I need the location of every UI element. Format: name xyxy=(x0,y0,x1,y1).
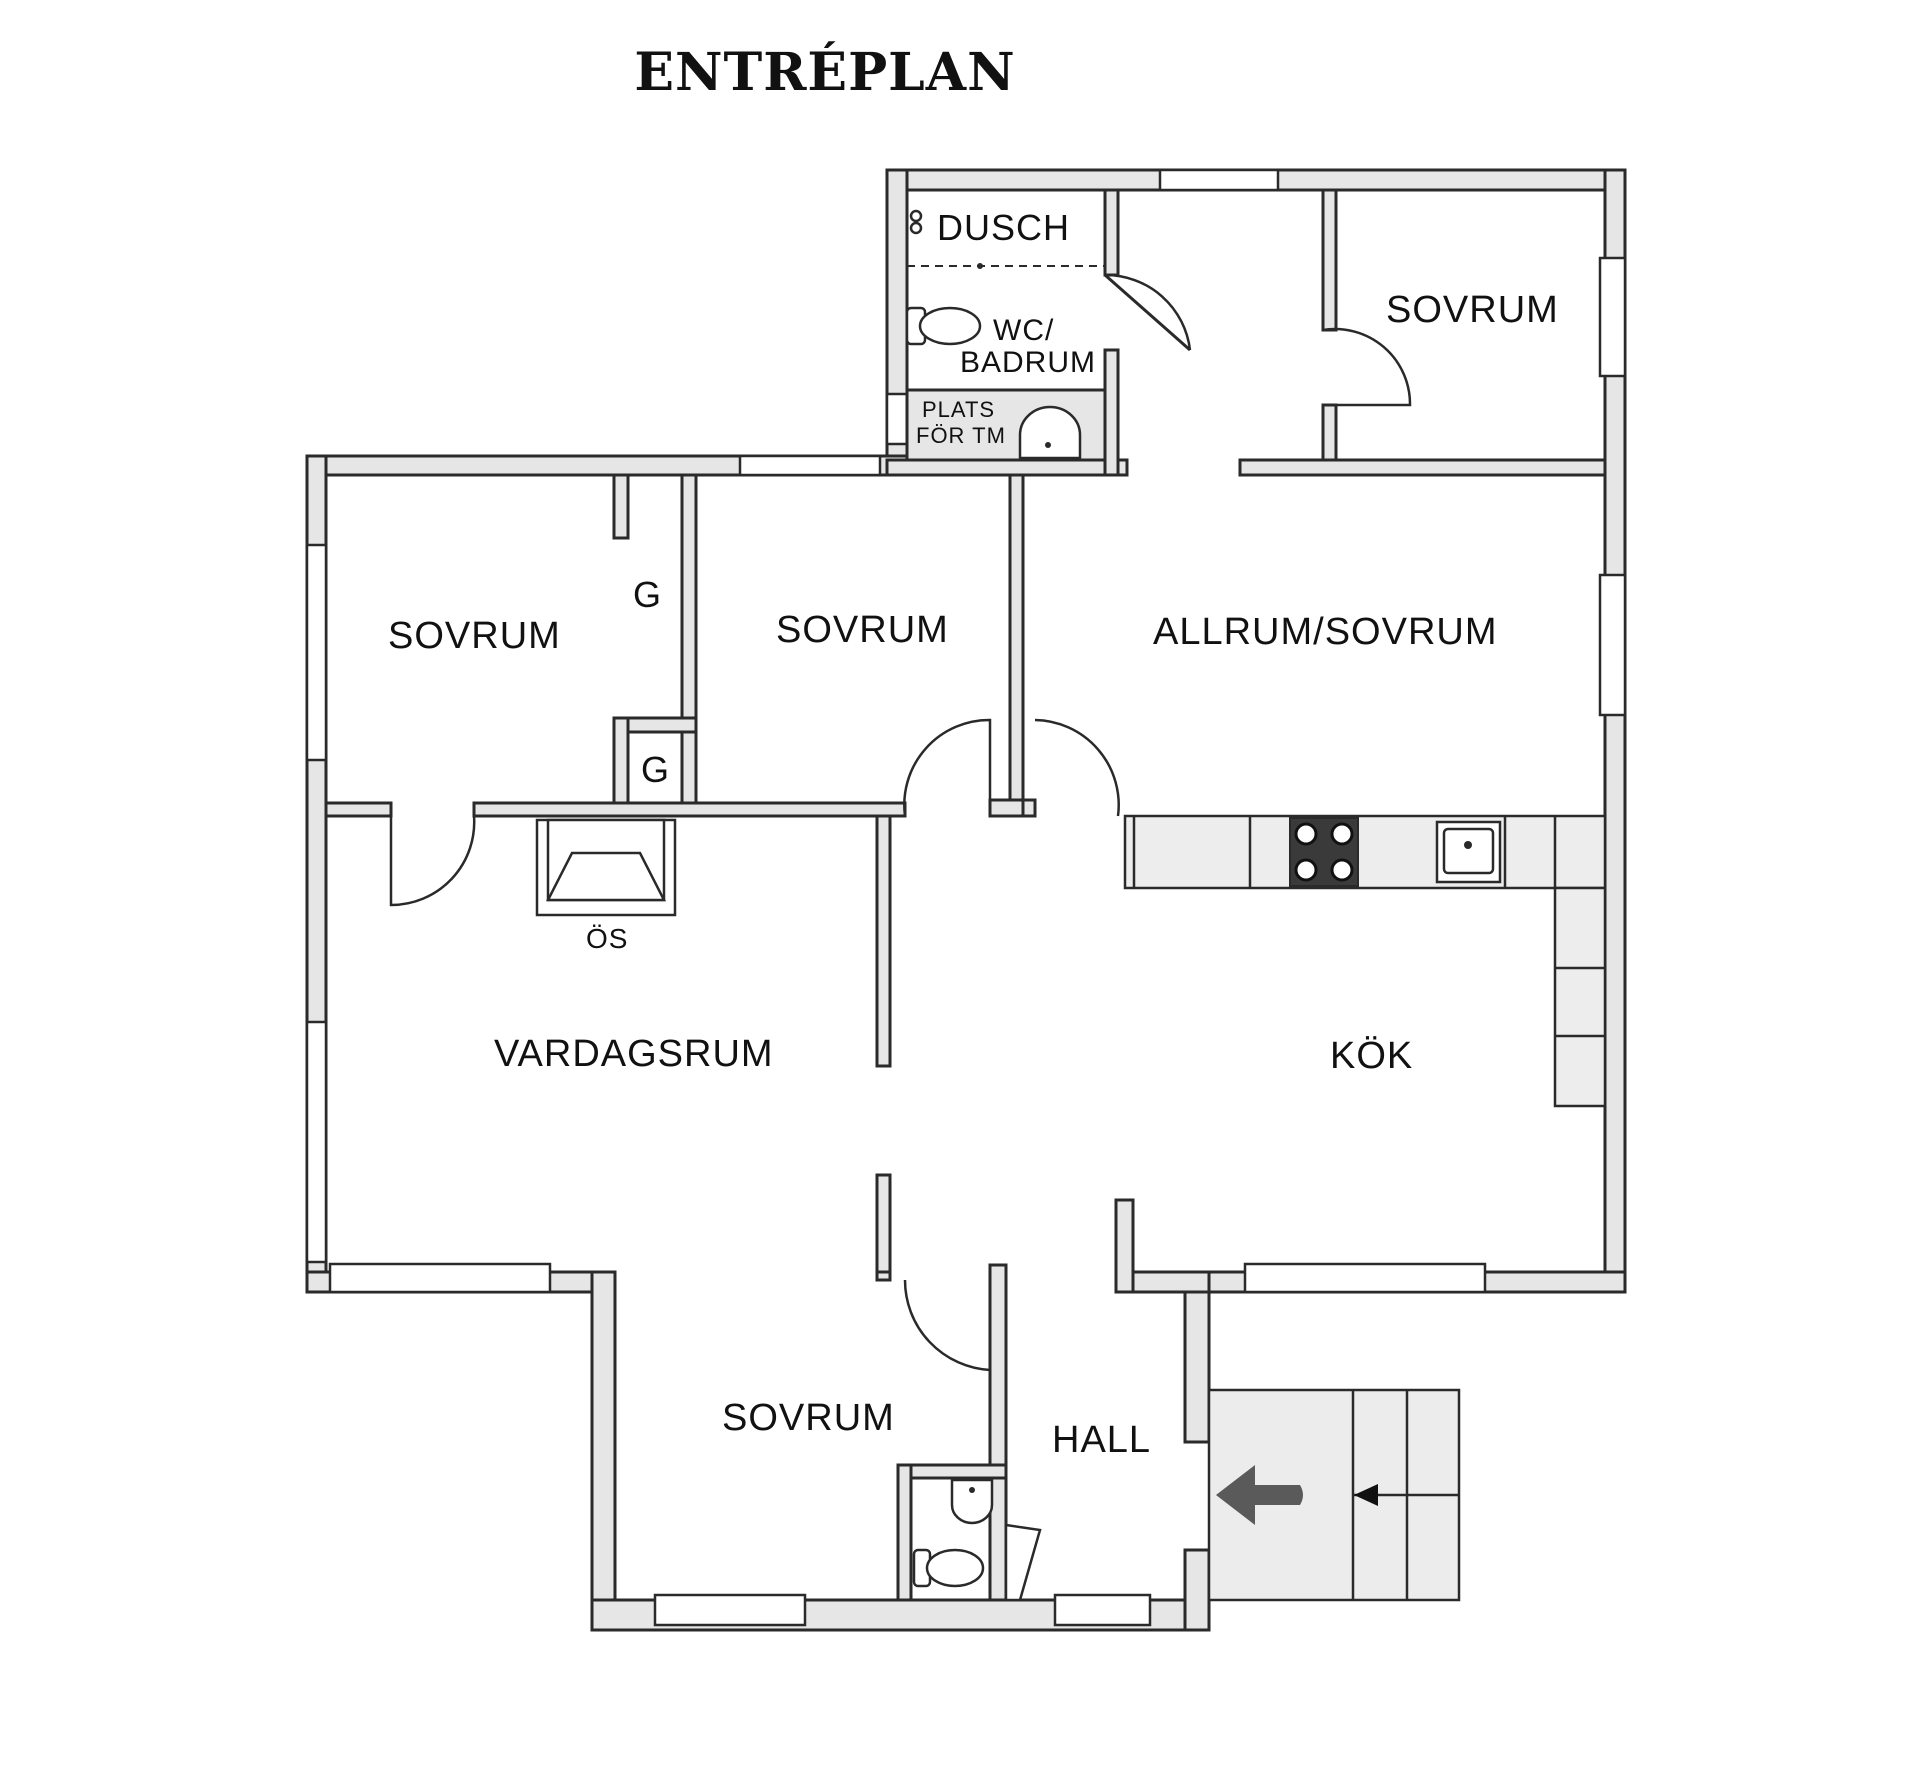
wall-bath-east-lower xyxy=(1103,348,1120,477)
wall-south-wing-west xyxy=(590,1270,617,1632)
stair-direction-arrow-icon xyxy=(1354,1484,1378,1506)
door-mid-bed-swing xyxy=(903,718,992,817)
window-nw-bed xyxy=(305,543,328,762)
wall-nw-bed-bottom-a xyxy=(324,801,393,818)
counter-north xyxy=(1123,814,1607,890)
label-wc: WC/ xyxy=(993,314,1054,347)
shower-head-icon xyxy=(909,209,923,235)
window-kitchen-south xyxy=(1243,1262,1487,1294)
wall-closet-g-west xyxy=(612,716,630,817)
fireplace-hearth xyxy=(545,851,667,902)
door-toilet xyxy=(1004,1523,1042,1602)
wall-toilet-west xyxy=(896,1463,913,1602)
wall-allrum-jamb xyxy=(1021,798,1037,818)
label-sovrum-ne: SOVRUM xyxy=(1386,289,1559,331)
entrance-arrow-icon xyxy=(1216,1465,1303,1525)
wall-mid-bed-jamb xyxy=(988,798,1025,818)
door-bath-leaf xyxy=(1104,273,1191,352)
label-allrum: ALLRUM/SOVRUM xyxy=(1153,611,1498,653)
wall-bath-east-upper xyxy=(1103,188,1120,277)
bathroom-fixtures xyxy=(905,209,1107,462)
guest-sink-icon xyxy=(950,1478,994,1525)
window-hall-south xyxy=(1053,1593,1152,1627)
wall-toilet-top xyxy=(896,1463,1008,1480)
wall-nw-bed-east xyxy=(680,473,698,817)
wall-living-east-upper xyxy=(875,814,892,1068)
door-nw-bed-swing xyxy=(389,815,476,907)
wall-ne-bed-bottom xyxy=(1238,458,1607,477)
label-for-tm: FÖR TM xyxy=(916,423,1006,448)
label-hall: HALL xyxy=(1052,1419,1151,1461)
label-g-lower: G xyxy=(641,749,670,790)
door-sbed-swing xyxy=(903,1279,992,1372)
room-labels: DUSCH WC/ BADRUM PLATS FÖR TM SOVRUM SOV… xyxy=(388,207,1559,1461)
wall-sbed-top-stub xyxy=(875,1270,892,1282)
wall-mid-bed-east xyxy=(1008,473,1025,817)
page-title: ENTRÉPLAN xyxy=(634,42,1016,103)
wall-hall-east-upper xyxy=(1183,1270,1211,1444)
wall-nw-bed-bottom-b xyxy=(472,801,907,818)
wall-sbed-east xyxy=(988,1263,1008,1602)
window-bath xyxy=(885,392,909,446)
window-ne-bed xyxy=(1598,256,1627,378)
label-g-upper: G xyxy=(633,574,662,615)
stove-icon xyxy=(1289,817,1359,887)
label-vardagsrum: VARDAGSRUM xyxy=(494,1033,774,1075)
toilet-icon xyxy=(905,306,982,346)
label-dusch: DUSCH xyxy=(937,207,1070,248)
kitchen-counters xyxy=(1123,814,1607,1108)
door-bath-swing xyxy=(1104,273,1192,351)
guest-wc-fixtures xyxy=(912,1478,994,1588)
wall-closet-stub xyxy=(612,473,630,540)
shower-rail-dot xyxy=(977,263,983,269)
entrance-stairs xyxy=(1207,1388,1461,1602)
door-ne-bed-swing xyxy=(1322,327,1412,407)
wall-kitchen-stub xyxy=(1114,1198,1135,1294)
wall-hall-east-lower xyxy=(1183,1548,1211,1632)
kitchen-sink-icon xyxy=(1435,820,1502,884)
label-sovrum-nw: SOVRUM xyxy=(388,615,561,657)
wall-hall-corner xyxy=(1128,1270,1211,1294)
label-sovrum-s: SOVRUM xyxy=(722,1397,895,1439)
label-os: ÖS xyxy=(586,923,628,954)
interior-walls xyxy=(324,188,1607,1602)
label-plats: PLATS xyxy=(922,397,995,422)
door-allrum-swing xyxy=(1034,718,1120,817)
window-allrum xyxy=(1598,573,1627,717)
wall-living-east-lower xyxy=(875,1173,892,1274)
window-sbed-south xyxy=(653,1593,807,1627)
label-kok: KÖK xyxy=(1330,1035,1413,1077)
sink-icon xyxy=(1018,405,1082,460)
wall-ne-bed-west-upper xyxy=(1321,188,1338,332)
wall-bath-bottom xyxy=(885,458,1129,477)
window-living-west xyxy=(305,1020,328,1264)
label-sovrum-mid: SOVRUM xyxy=(776,609,949,651)
window-mid-bed xyxy=(738,454,882,477)
fireplace xyxy=(535,818,677,917)
label-badrum: BADRUM xyxy=(960,346,1096,379)
doors xyxy=(389,273,1412,1602)
counter-east xyxy=(1553,886,1607,1108)
windows xyxy=(305,168,1627,1627)
guest-toilet-icon xyxy=(912,1548,985,1588)
window-living-south xyxy=(328,1262,552,1294)
window-north xyxy=(1158,168,1280,192)
